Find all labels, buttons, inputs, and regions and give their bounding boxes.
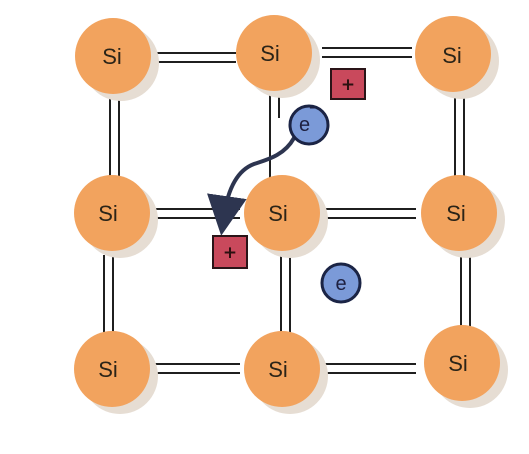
atom-label: Si — [268, 357, 288, 382]
bond-r2-c1-c2 — [322, 363, 416, 374]
hole-top: + — [330, 68, 366, 100]
hole-label: + — [223, 243, 237, 263]
bond-r1-c1-c2 — [322, 208, 416, 219]
bonds — [103, 47, 471, 374]
atoms: Si Si Si Si Si Si Si — [74, 15, 508, 414]
atom-label: Si — [446, 201, 466, 226]
si-atom-r2-c2: Si — [424, 325, 508, 408]
bond-c1-r0-r1-broken — [269, 95, 280, 178]
electron-free: e — [320, 262, 362, 304]
bond-c0-r0-r1 — [109, 95, 120, 178]
bond-r2-c0-c1 — [150, 363, 240, 374]
electron-charge-superscript: - — [309, 96, 316, 118]
electron-top: e - — [288, 96, 330, 146]
atom-label: Si — [98, 357, 118, 382]
atom-label: Si — [448, 351, 468, 376]
atom-label: Si — [98, 201, 118, 226]
bond-c2-r1-r2 — [460, 255, 471, 336]
electron-path-arrow — [207, 136, 296, 236]
si-atom-r1-c1: Si — [244, 175, 328, 258]
atom-label: Si — [442, 43, 462, 68]
hole-label: + — [341, 75, 355, 95]
si-atom-r1-c2: Si — [421, 175, 505, 258]
si-atom-r0-c0: Si — [75, 18, 159, 101]
atom-label: Si — [268, 201, 288, 226]
electron-label: e — [335, 273, 346, 295]
bond-c1-r1-r2 — [280, 255, 291, 336]
si-atom-r1-c0: Si — [74, 175, 158, 258]
si-atom-r0-c2: Si — [415, 16, 499, 99]
si-atom-r0-c1: Si — [236, 15, 320, 98]
bond-c2-r0-r1 — [454, 92, 465, 178]
bond-r0-c1-c2 — [322, 47, 412, 58]
electron-label: e — [299, 114, 310, 136]
si-atom-r2-c1: Si — [244, 331, 328, 414]
atom-label: Si — [260, 41, 280, 66]
si-atom-r2-c0: Si — [74, 331, 158, 414]
bond-c0-r1-r2 — [103, 255, 114, 336]
hole-middle: + — [212, 235, 248, 269]
atom-label: Si — [102, 44, 122, 69]
bond-r0-c0-c1 — [150, 52, 236, 63]
